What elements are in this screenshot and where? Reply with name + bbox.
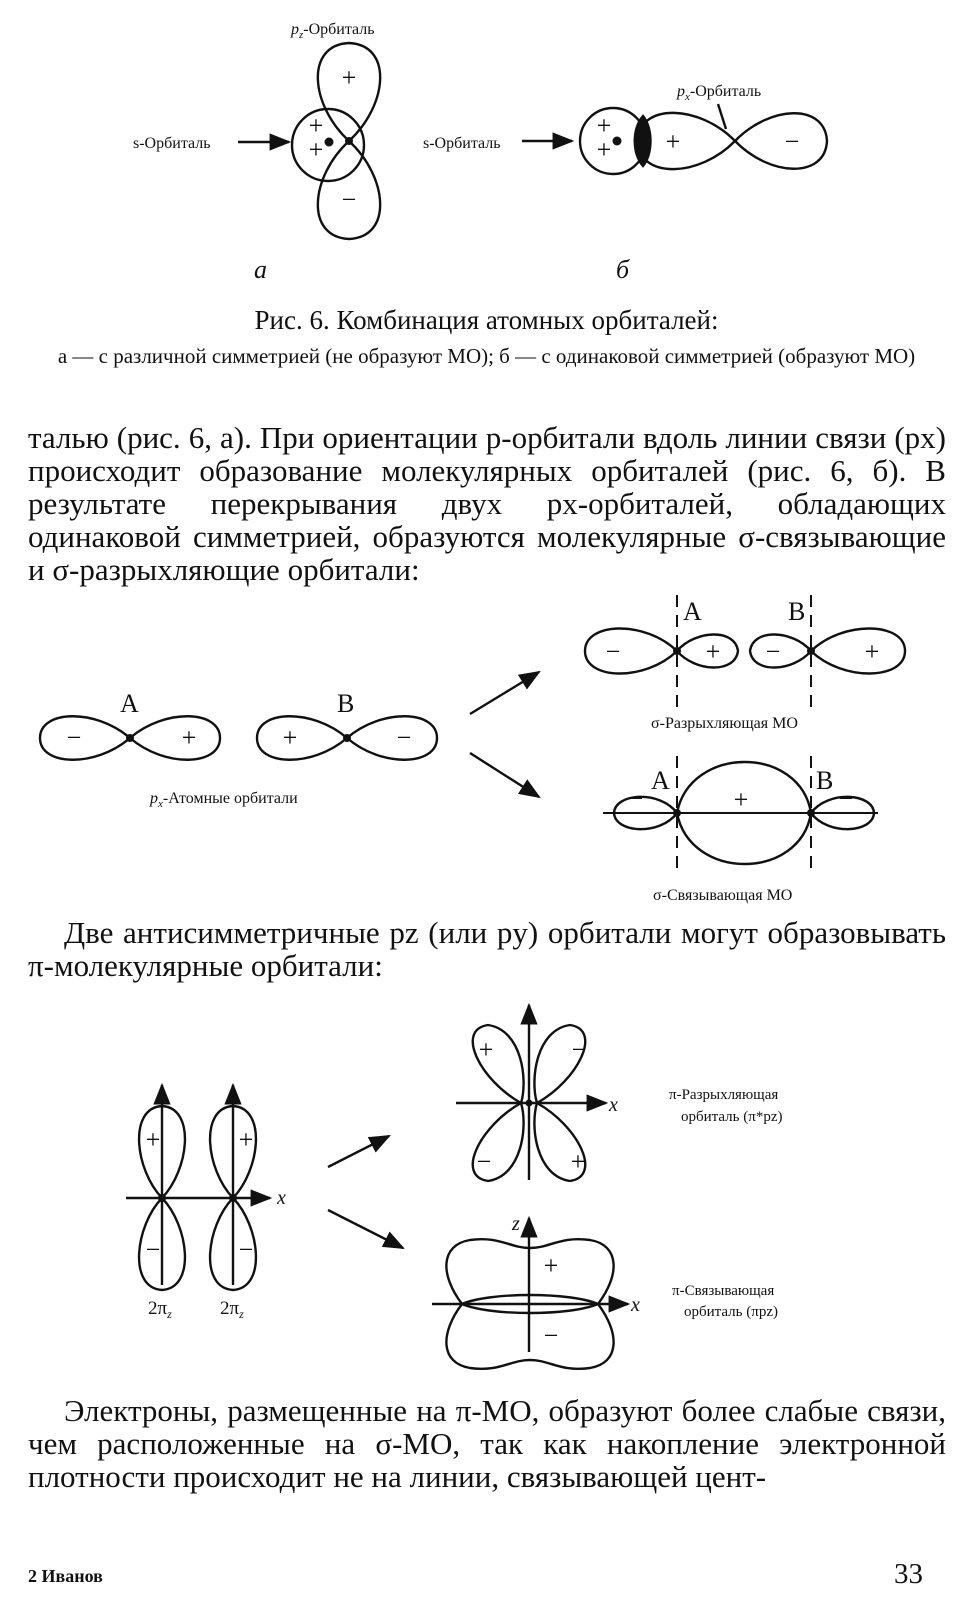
pi-bonding-subtitle: орбиталь (πpz) bbox=[684, 1304, 778, 1320]
s-orbital-label-b: s-Орбиталь bbox=[423, 135, 501, 152]
svg-text:−: − bbox=[397, 723, 412, 752]
svg-text:−: − bbox=[766, 637, 781, 666]
footer-author: 2 Иванов bbox=[28, 1566, 103, 1586]
pz-lower-lobe bbox=[316, 139, 382, 241]
svg-text:−: − bbox=[342, 185, 357, 214]
pi-atomic-orbitals bbox=[126, 1082, 405, 1292]
z-axis-label-bonding: z bbox=[511, 1213, 520, 1235]
sigma-antibonding-label: σ-Разрыхляющая МО bbox=[651, 715, 798, 732]
svg-text:−: − bbox=[785, 127, 800, 156]
pz-upper-lobe bbox=[316, 41, 382, 143]
svg-text:+: + bbox=[706, 637, 721, 666]
x-axis-label-atomic: x bbox=[276, 1187, 286, 1209]
pi-antibonding-title: π-Разрыхляющая bbox=[669, 1087, 778, 1103]
figure-letter-a: а bbox=[254, 255, 267, 284]
svg-text:+: + bbox=[309, 135, 324, 164]
svg-text:+: + bbox=[544, 1251, 559, 1280]
figure-6a bbox=[238, 41, 382, 241]
svg-text:−: − bbox=[544, 1321, 559, 1350]
svg-text:+: + bbox=[734, 785, 749, 814]
lobe-signs: +− ++ ++ +− −+ +− −+ −+ + −− +− +− +− −+… bbox=[67, 63, 880, 1350]
overlap-region bbox=[633, 114, 652, 168]
svg-text:−: − bbox=[239, 1235, 254, 1264]
px-atomic-orbitals bbox=[38, 670, 541, 799]
pi-antibonding-subtitle: орбиталь (π*pz) bbox=[681, 1109, 782, 1125]
figure-letter-b: б bbox=[616, 255, 630, 284]
svg-text:+: + bbox=[309, 111, 324, 140]
atom-b-antibonding: B bbox=[788, 597, 805, 626]
s-orbital-label-a: s-Орбиталь bbox=[133, 135, 211, 152]
svg-text:+: + bbox=[283, 723, 298, 752]
sigma-bonding-label: σ-Связывающая МО bbox=[653, 887, 792, 904]
figure-caption-description: а — с различной симметрией (не образуют … bbox=[57, 344, 916, 368]
figure-caption-title: Рис. 6. Комбинация атомных орбиталей: bbox=[254, 305, 719, 335]
px-atomic-label: px-Атомные орбитали bbox=[149, 790, 298, 810]
paragraph-pi-weaker: Электроны, размещенные на π-МО, образуют… bbox=[28, 1393, 946, 1494]
paragraph-pi-intro: Две антисимметричные pz (или py) орбитал… bbox=[28, 915, 946, 983]
px-negative-lobe bbox=[733, 112, 829, 170]
svg-text:+: + bbox=[571, 1147, 586, 1176]
svg-text:−: − bbox=[629, 784, 644, 813]
x-axis-label-bonding: x bbox=[630, 1294, 640, 1316]
svg-text:−: − bbox=[839, 784, 854, 813]
svg-text:+: + bbox=[182, 723, 197, 752]
svg-text:+: + bbox=[666, 127, 681, 156]
x-axis-label-antibonding: x bbox=[608, 1094, 618, 1116]
svg-text:+: + bbox=[146, 1125, 161, 1154]
paragraph-sigma-intro: талью (рис. 6, а). При ориентации p-орби… bbox=[28, 420, 946, 587]
sigma-antibonding-mo bbox=[583, 595, 907, 708]
label-2pz-first: 2πz bbox=[148, 1298, 172, 1321]
pi-bonding-mo bbox=[432, 1215, 631, 1370]
nucleus-dots bbox=[126, 136, 815, 1202]
label-2pz-second: 2πz bbox=[220, 1298, 244, 1321]
atom-a-bonding: A bbox=[651, 766, 670, 795]
svg-text:−: − bbox=[146, 1235, 161, 1264]
figure-6b bbox=[522, 103, 829, 176]
svg-text:+: + bbox=[239, 1125, 254, 1154]
svg-text:−: − bbox=[572, 1035, 587, 1064]
atom-a-label: A bbox=[120, 689, 139, 718]
svg-text:+: + bbox=[597, 111, 612, 140]
atom-b-label: B bbox=[337, 689, 354, 718]
svg-text:−: − bbox=[67, 723, 82, 752]
svg-text:−: − bbox=[606, 637, 621, 666]
svg-text:+: + bbox=[597, 135, 612, 164]
svg-text:+: + bbox=[865, 637, 880, 666]
px-pointer bbox=[716, 103, 728, 130]
pz-orbital-label: pz-Орбиталь bbox=[290, 21, 375, 41]
atom-b-bonding: B bbox=[816, 766, 833, 795]
px-orbital-label: px-Орбиталь bbox=[676, 83, 761, 103]
pi-bonding-title: π-Связывающая bbox=[672, 1283, 774, 1299]
svg-text:−: − bbox=[477, 1147, 492, 1176]
pi-antibonding-mo bbox=[456, 1002, 609, 1183]
svg-text:+: + bbox=[342, 63, 357, 92]
svg-text:+: + bbox=[479, 1035, 494, 1064]
page-number: 33 bbox=[894, 1558, 923, 1590]
atom-a-antibonding: A bbox=[683, 597, 702, 626]
s-orbital-circle bbox=[290, 107, 366, 183]
